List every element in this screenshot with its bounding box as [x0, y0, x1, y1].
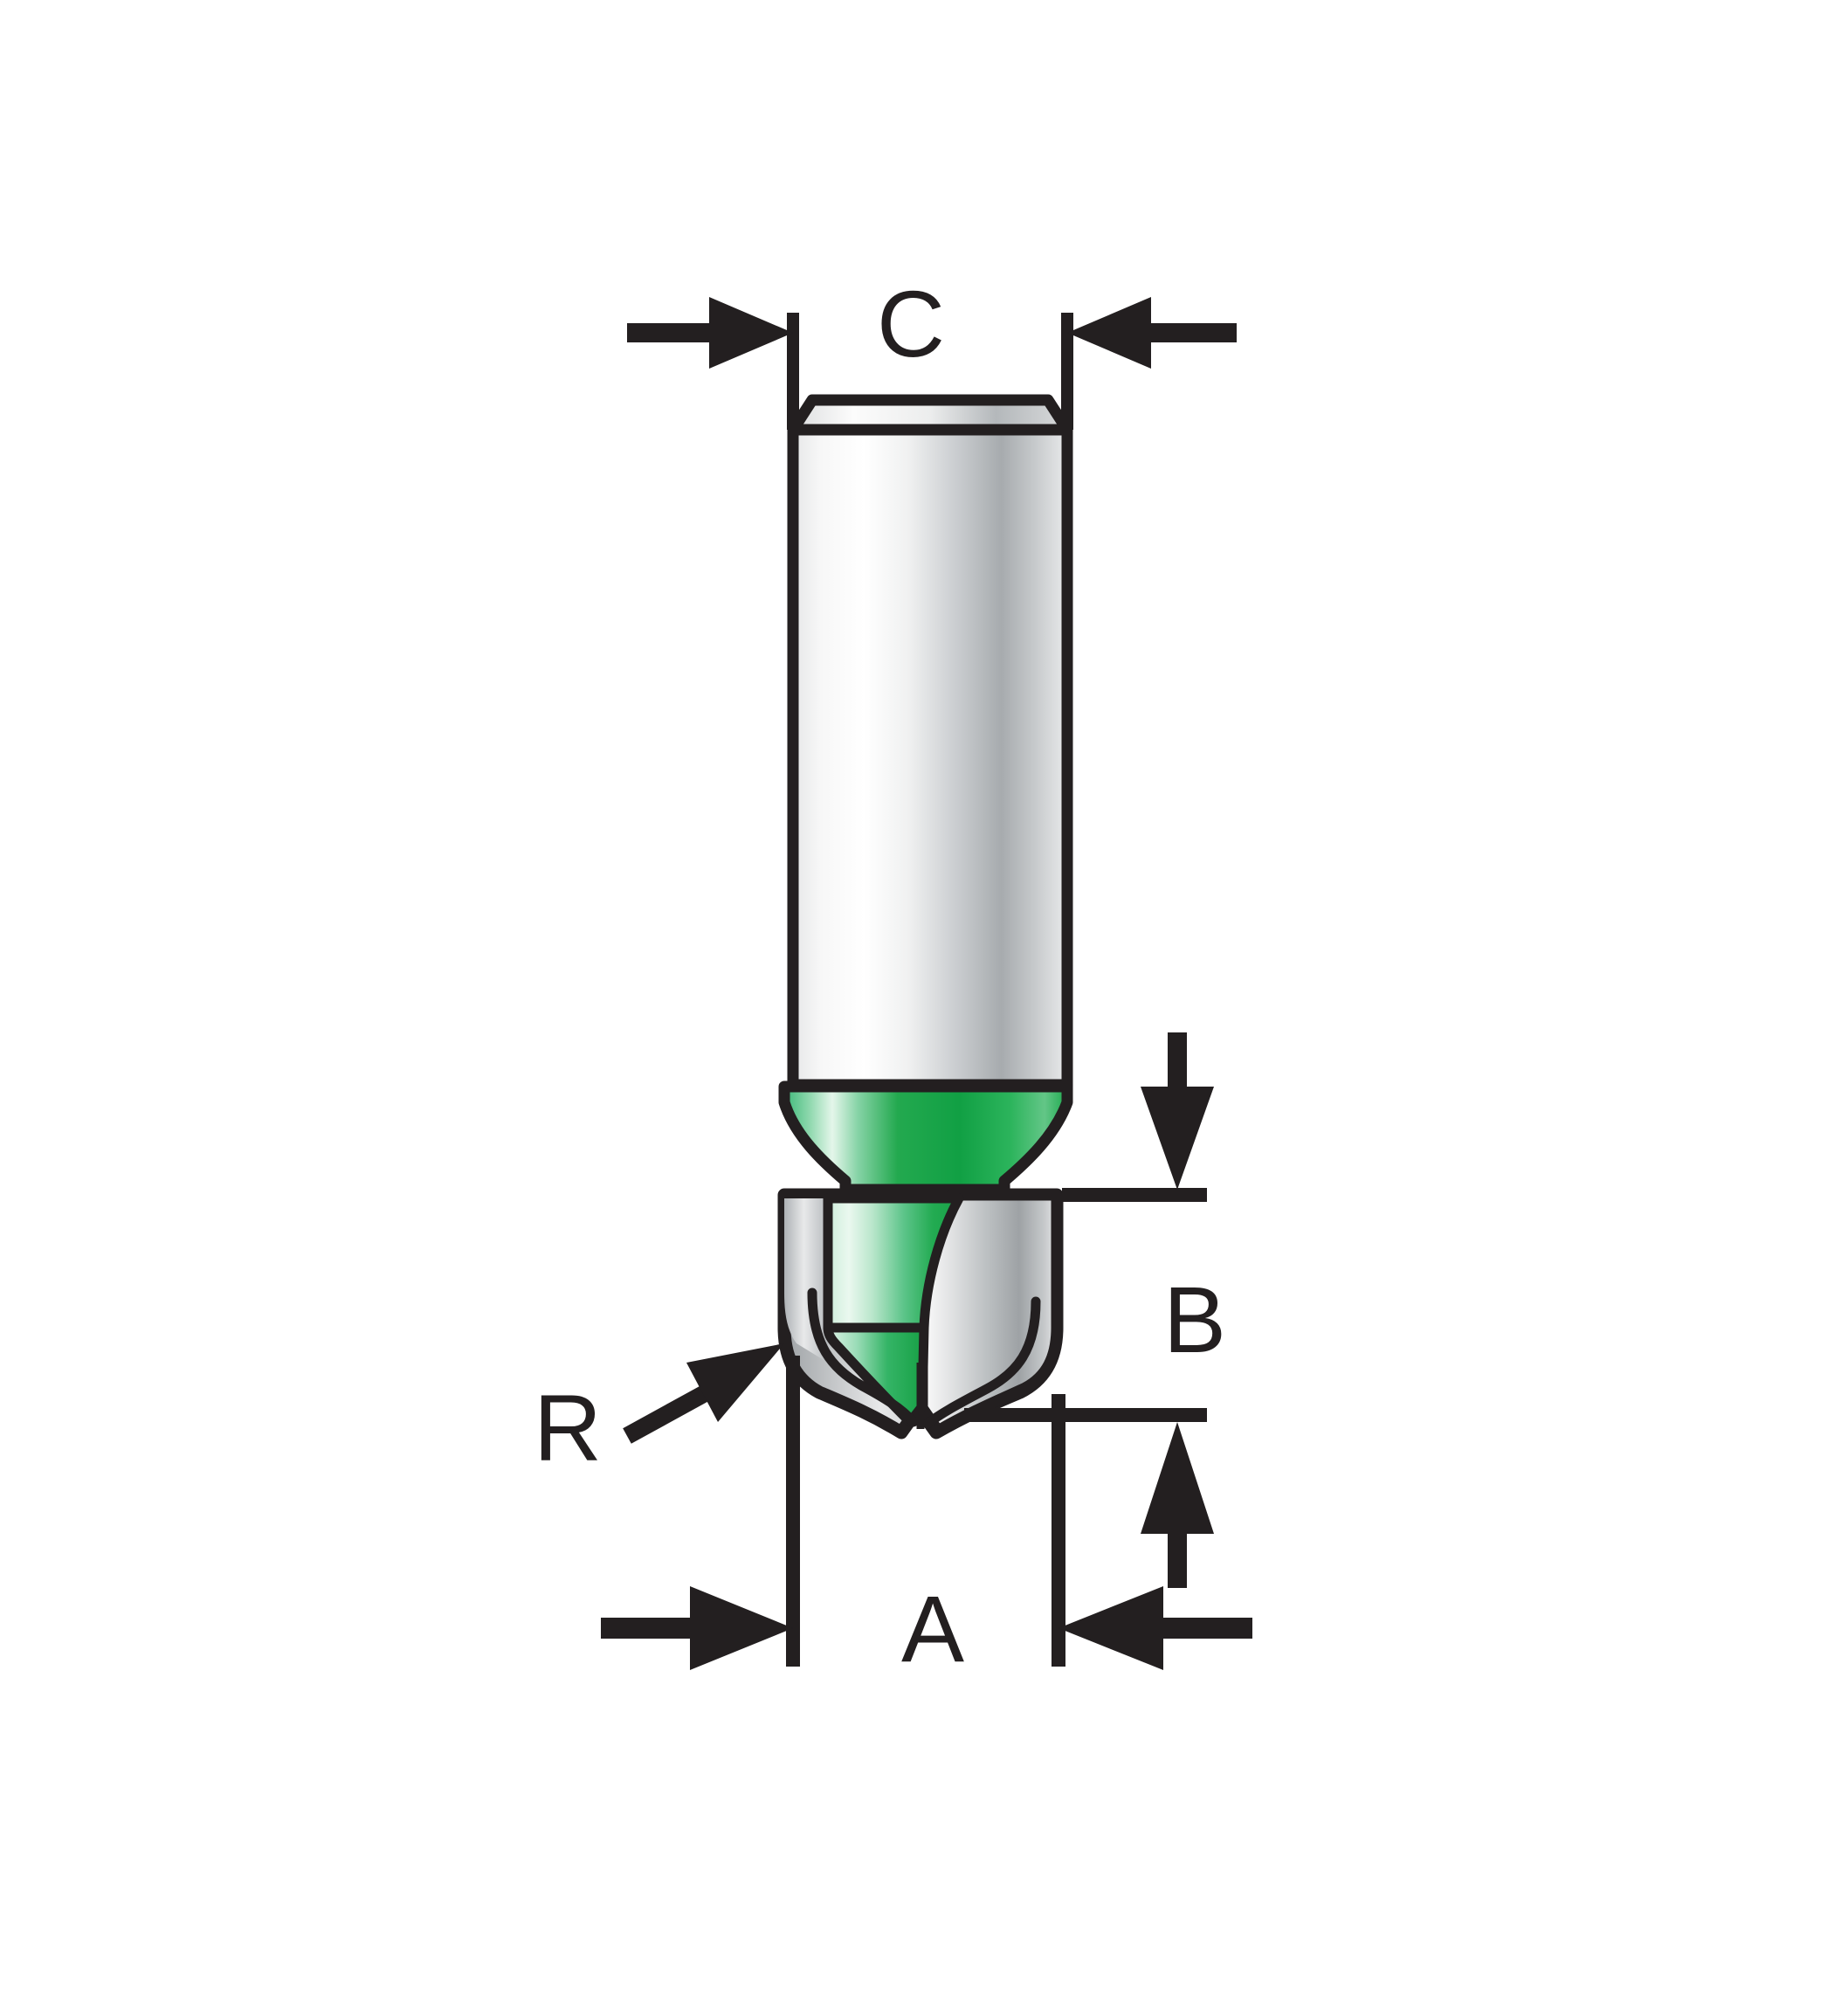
dimension-b: B: [964, 1032, 1226, 1588]
dimension-b-arrow-bottom: [1141, 1422, 1214, 1588]
dimension-r-arrowhead: [686, 1343, 784, 1422]
dimension-a-arrow-right: [1058, 1586, 1252, 1670]
shank-body: [787, 424, 1073, 1091]
ogee-right-inner-curve: [922, 1296, 1041, 1429]
dimension-c-arrow-left: [627, 297, 793, 369]
dimension-r: R: [534, 1343, 784, 1481]
dimension-c-arrow-right: [1067, 297, 1237, 369]
dimension-c: C: [627, 271, 1237, 430]
router-bit-illustration: [777, 394, 1073, 1439]
ogee-left-inner-curve: [807, 1287, 919, 1427]
dimension-label-a: A: [901, 1576, 964, 1681]
dimension-r-leader-line: [623, 1379, 721, 1444]
dimension-label-r: R: [534, 1375, 602, 1481]
shank: [787, 394, 1073, 1091]
carbide-neck: [778, 1080, 1073, 1196]
dimension-label-c: C: [877, 271, 945, 376]
dimension-a-arrow-left: [601, 1586, 793, 1670]
neck-cove: [778, 1080, 1073, 1196]
cutting-head: [777, 1188, 1064, 1439]
dimension-b-arrow-top: [1141, 1032, 1214, 1190]
dimension-a: A: [601, 1356, 1252, 1681]
dimension-label-b: B: [1163, 1267, 1226, 1372]
